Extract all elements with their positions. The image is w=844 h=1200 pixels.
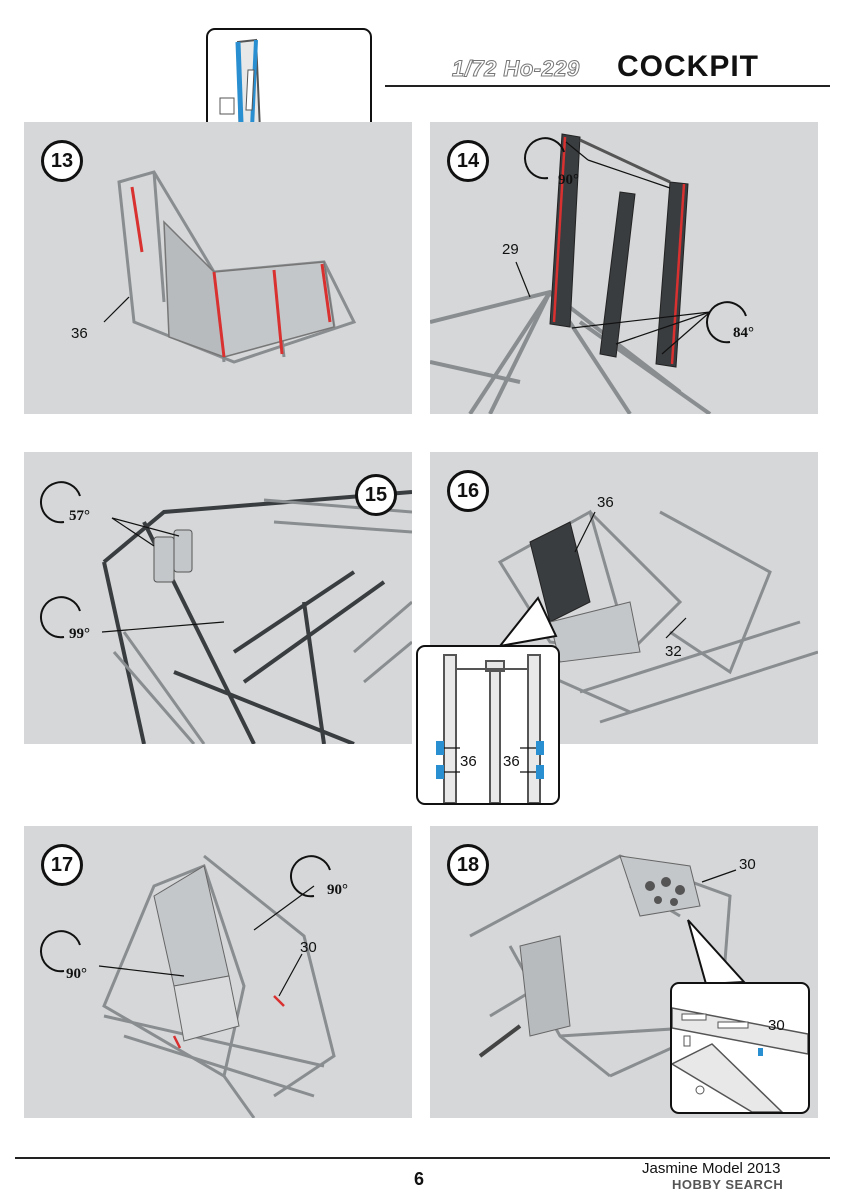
step-16-number: 16 bbox=[447, 470, 489, 512]
step-13-panel: 13 36 bbox=[24, 122, 412, 414]
step-14-panel: 14 29 90° 84° bbox=[430, 122, 818, 414]
step-18-part-label: 30 bbox=[739, 856, 756, 873]
step-17-rotation-a: 90° bbox=[327, 882, 348, 898]
step-17-panel: 17 90° 90° 30 bbox=[24, 826, 412, 1118]
step-16-callout-label-a: 36 bbox=[460, 753, 477, 770]
step-14-photo bbox=[430, 133, 747, 414]
step-15-rotation-a: 57° bbox=[69, 508, 90, 524]
step-16-callout-pointer bbox=[497, 596, 558, 648]
step-16-photo bbox=[497, 509, 818, 724]
step-16-part-label-a: 36 bbox=[597, 494, 614, 511]
step-18-number: 18 bbox=[447, 844, 489, 886]
step-18-detail-drawing bbox=[672, 1007, 808, 1112]
step-15-rotation-b: 99° bbox=[69, 626, 90, 642]
step-17-number: 17 bbox=[41, 844, 83, 886]
page-title: COCKPIT bbox=[617, 50, 759, 83]
publisher-credit: Jasmine Model 2013 bbox=[642, 1160, 781, 1177]
step-15-photo bbox=[40, 481, 412, 744]
kit-scale-subtitle: 1/72 Ho-229 bbox=[452, 56, 580, 82]
page-number: 6 bbox=[414, 1169, 425, 1189]
step-17-photo bbox=[40, 854, 336, 1118]
step-13-photo bbox=[103, 170, 357, 364]
step-14-rotation-b: 84° bbox=[733, 325, 754, 341]
step-14-number: 14 bbox=[447, 140, 489, 182]
step-16-detail-drawing bbox=[436, 654, 544, 803]
step-15-panel: 15 57° 99° bbox=[24, 452, 412, 744]
step-14-part-label: 29 bbox=[502, 241, 519, 258]
step-16-callout-label-b: 36 bbox=[503, 753, 520, 770]
header-rule bbox=[385, 85, 830, 87]
step-13-number: 13 bbox=[41, 140, 83, 182]
step-14-rotation-a: 90° bbox=[558, 172, 579, 188]
step-16-part-label-b: 32 bbox=[665, 643, 682, 660]
step-18-photo bbox=[469, 854, 737, 1078]
step-15-number: 15 bbox=[355, 474, 397, 516]
watermark: HOBBY SEARCH bbox=[672, 1177, 784, 1192]
step-18-callout-label: 30 bbox=[768, 1017, 785, 1034]
step-16-detail-callout: 36 36 bbox=[416, 645, 560, 805]
footer-rule bbox=[15, 1157, 830, 1159]
step-17-part-label: 30 bbox=[300, 939, 317, 956]
step-13-part-label: 36 bbox=[71, 325, 88, 342]
step-17-rotation-b: 90° bbox=[66, 966, 87, 982]
step-18-detail-callout: 30 bbox=[670, 982, 810, 1114]
